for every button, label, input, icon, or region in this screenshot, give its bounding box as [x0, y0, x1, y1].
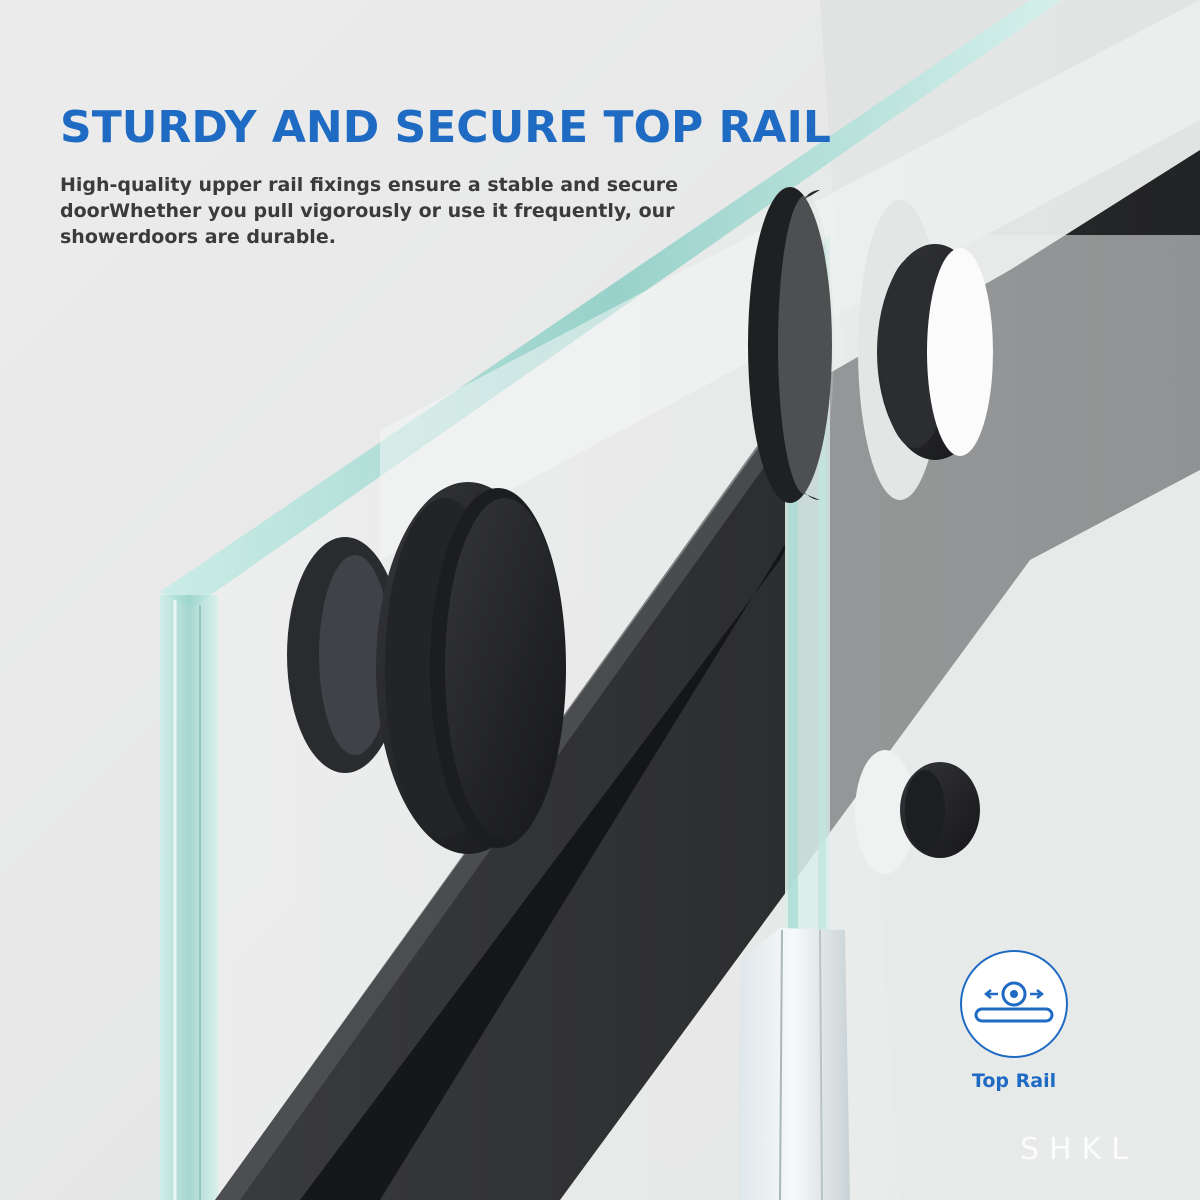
description: High-quality upper rail fixings ensure a… — [60, 174, 679, 248]
badge-label: Top Rail — [971, 1070, 1057, 1092]
door-seal-strip — [738, 928, 850, 1200]
brand-watermark: SHKL — [1020, 1132, 1138, 1167]
fixed-glass-side-edge — [160, 595, 218, 1200]
feature-badge: Top Rail — [956, 950, 1072, 1092]
door-stopper-mount — [855, 750, 915, 874]
sliding-roller-icon — [974, 981, 1054, 1023]
badge-circle — [960, 950, 1068, 1058]
headline: STURDY AND SECURE TOP RAIL — [60, 102, 831, 153]
